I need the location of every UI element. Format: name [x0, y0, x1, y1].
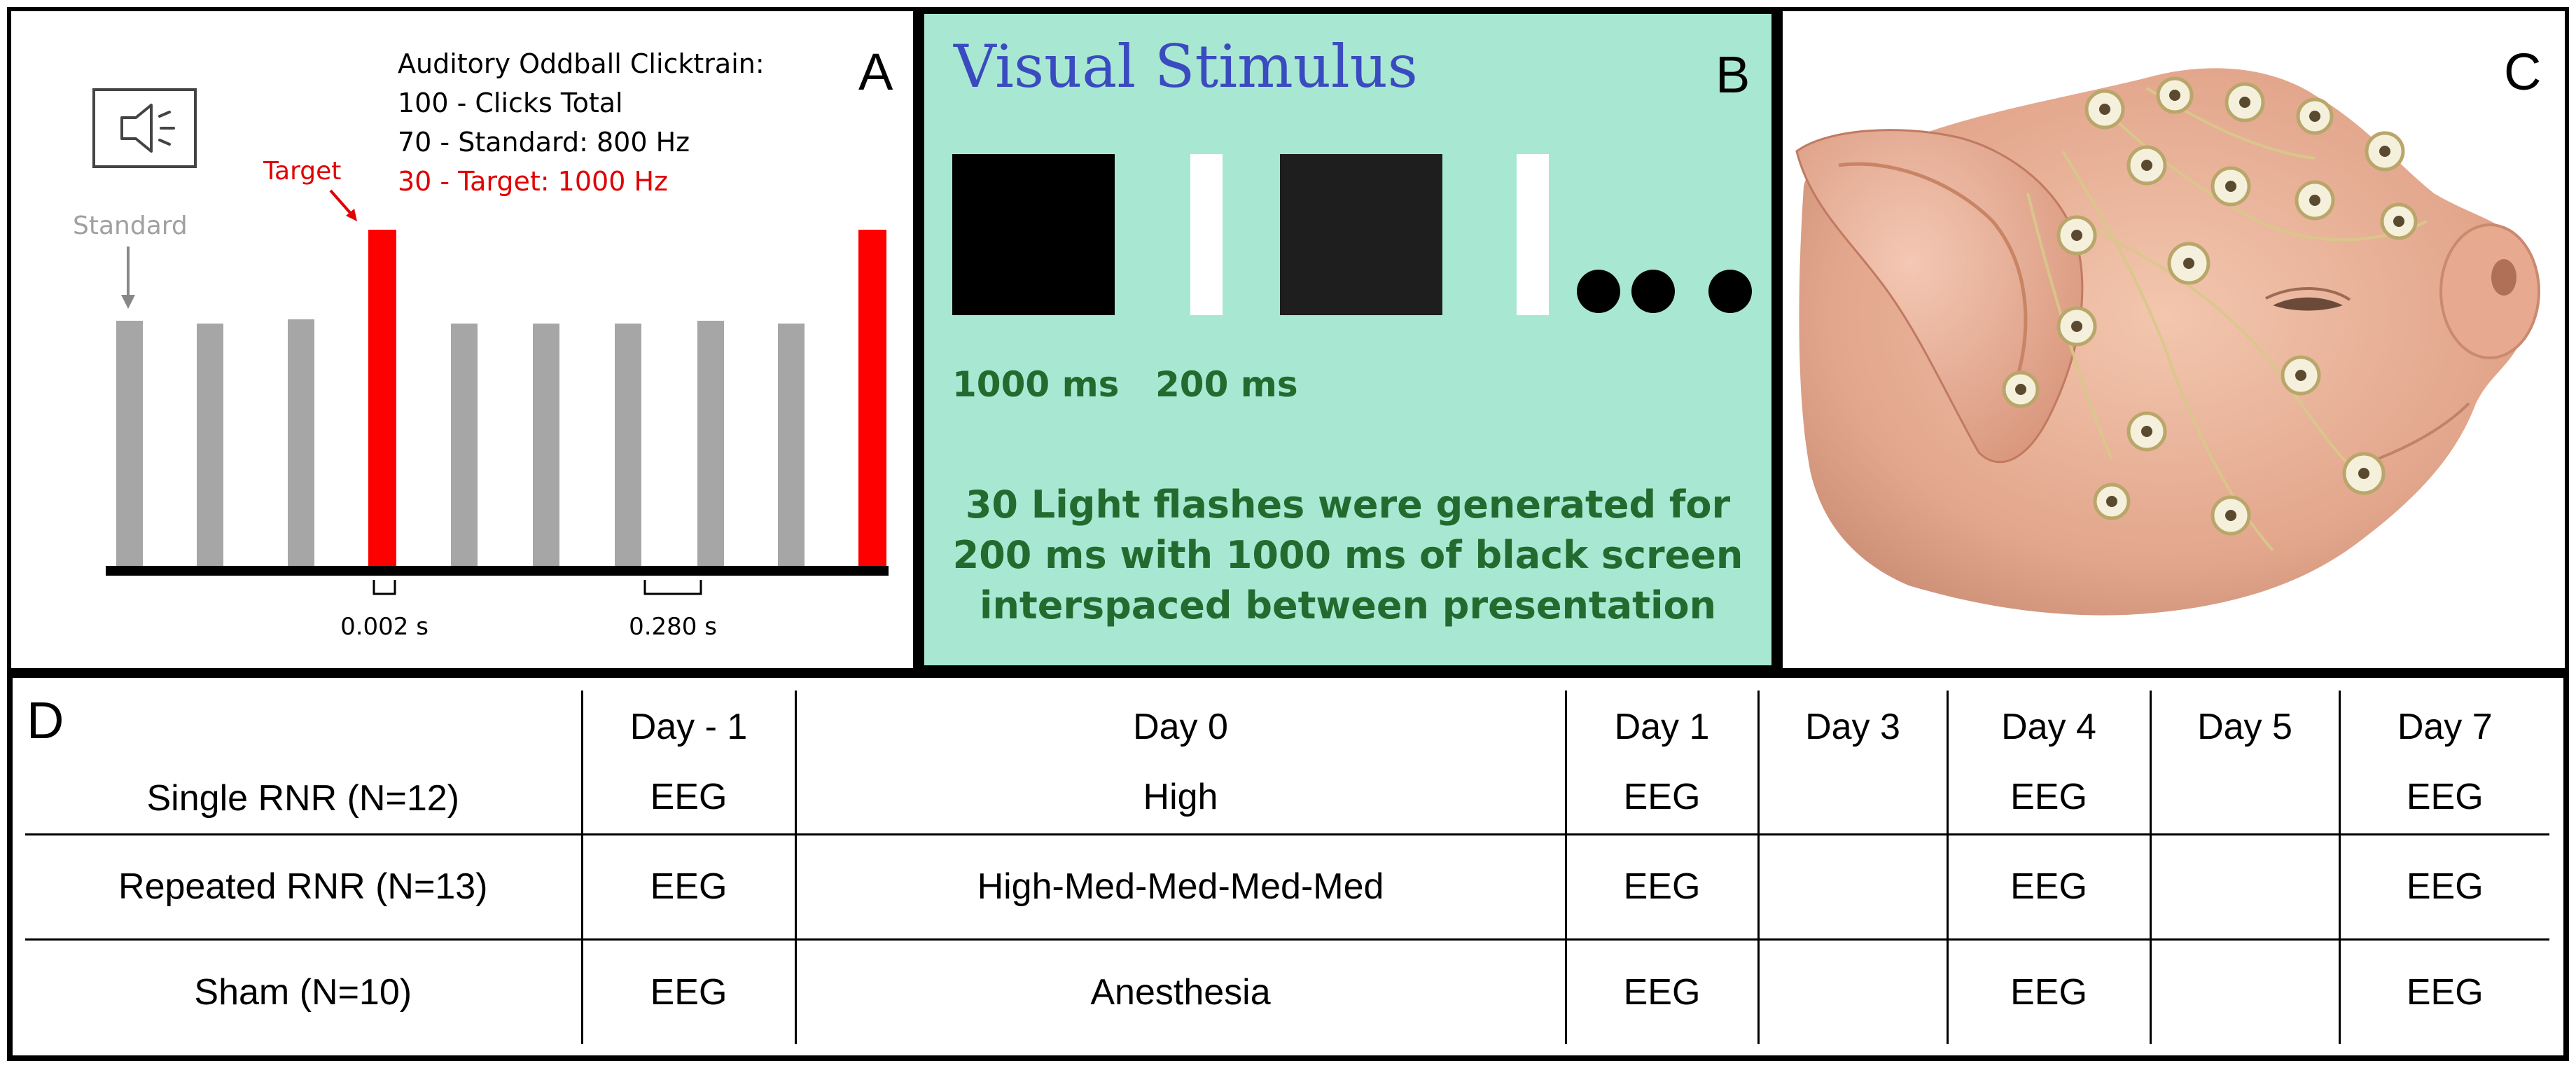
day-cell: Day - 1 EEG	[580, 691, 797, 835]
cell-value	[1757, 938, 1949, 1044]
eeg-schedule-table: Single RNR (N=12) Day - 1 EEG Day 0 High D…	[25, 691, 2549, 1044]
column-header: Day 4	[2001, 706, 2096, 747]
cell-value: EEG	[580, 938, 797, 1044]
target-label: Target	[263, 157, 341, 186]
standard-click-bar	[533, 324, 559, 566]
cell-value: EEG	[2010, 776, 2087, 817]
day-cell: Day 3	[1757, 691, 1949, 835]
column-header: Day 0	[1133, 706, 1228, 747]
clicktrain-info-line: 100 - Clicks Total	[398, 88, 623, 118]
ellipsis-dot	[1577, 270, 1620, 313]
cell-value: EEG	[1946, 938, 2152, 1044]
column-header: Day 5	[2197, 706, 2292, 747]
standard-click-bar	[451, 324, 478, 566]
description-line: 200 ms with 1000 ms of black screen	[952, 533, 1743, 577]
cell-value: EEG	[580, 833, 797, 941]
cell-value	[1757, 833, 1949, 941]
cell-value: Anesthesia	[794, 938, 1567, 1044]
standard-click-bar	[288, 319, 314, 566]
cell-value: EEG	[1564, 938, 1760, 1044]
target-click-bar	[368, 230, 396, 566]
description-line: interspaced between presentation	[979, 583, 1717, 627]
light-flash-bar	[1190, 154, 1223, 315]
cell-value: High-Med-Med-Med-Med	[794, 833, 1567, 941]
cell-value	[2152, 762, 2339, 832]
cell-value: EEG	[650, 776, 727, 817]
column-header: Day 7	[2397, 706, 2493, 747]
cell-value	[2149, 938, 2341, 1044]
day-cell: Day 1 EEG	[1564, 691, 1760, 835]
column-header: Day 1	[1614, 706, 1710, 747]
visual-stimulus-description: 30 Light flashes were generated for 200 …	[924, 480, 1771, 631]
cell-value: EEG	[1946, 833, 2152, 941]
target-arrow	[329, 189, 353, 216]
standard-click-bar	[116, 321, 143, 566]
day-cell: Day 5	[2149, 691, 2341, 835]
standard-arrowhead	[121, 295, 135, 309]
group-name: Repeated RNR (N=13)	[25, 833, 583, 941]
cell-value: EEG	[2338, 938, 2549, 1044]
panel-letter-d: D	[27, 691, 64, 749]
black-screen-block	[1280, 154, 1442, 315]
cell-value	[2149, 833, 2341, 941]
description-line: 30 Light flashes were generated for	[965, 483, 1731, 527]
panel-letter-a: A	[858, 43, 893, 101]
column-header: Day - 1	[629, 706, 748, 747]
cell-value: EEG	[2406, 776, 2484, 817]
click-duration-label: 0.002 s	[340, 613, 429, 641]
target-click-bar	[858, 230, 886, 566]
panel-d-schedule-table: Single RNR (N=12) Day - 1 EEG Day 0 High D…	[7, 672, 2569, 1061]
table-row: Single RNR (N=12) Day - 1 EEG Day 0 High D…	[25, 691, 2549, 835]
day-cell: Day 4 EEG	[1946, 691, 2152, 835]
panel-a-auditory-oddball: Auditory Oddball Clicktrain: 100 - Clicks…	[7, 7, 917, 672]
click-bars	[116, 230, 886, 566]
black-screen-block	[952, 154, 1115, 315]
standard-click-bar	[778, 324, 805, 566]
visual-stimulus-title: Visual Stimulus	[954, 32, 1418, 101]
panel-c-pig-eeg-photo: C	[1778, 7, 2569, 672]
cell-value: EEG	[2338, 833, 2549, 941]
target-arrowhead	[346, 209, 357, 221]
auditory-clicktrain-diagram: Auditory Oddball Clicktrain: 100 - Clicks…	[73, 48, 889, 641]
interval-bracket	[643, 580, 702, 595]
group-name: Sham (N=10)	[25, 938, 583, 1044]
column-header: Day 3	[1805, 706, 1900, 747]
interval-label: 0.280 s	[629, 613, 717, 641]
black-duration-label: 1000 ms	[952, 364, 1120, 405]
standard-click-bar	[197, 324, 223, 566]
time-baseline	[106, 566, 889, 576]
standard-click-bar	[615, 324, 641, 566]
cell-value	[1760, 762, 1947, 832]
cell-value: High	[1143, 776, 1218, 817]
ellipsis-dot	[1708, 270, 1752, 313]
clicktrain-info-line: Auditory Oddball Clicktrain:	[398, 48, 765, 79]
table-row: Repeated RNR (N=13) EEG High-Med-Med-Med…	[25, 833, 2549, 941]
speaker-icon	[92, 88, 197, 168]
light-flash-bar	[1517, 154, 1549, 315]
day-cell: Day 0 High	[794, 691, 1567, 835]
clicktrain-info-line: 70 - Standard: 800 Hz	[398, 127, 690, 158]
day-cell: Day 7 EEG	[2338, 691, 2549, 835]
standard-click-bar	[697, 321, 724, 566]
panel-b-visual-stimulus: Visual Stimulus B 1000 ms 200 ms 30 Ligh…	[917, 7, 1778, 672]
click-duration-bracket	[373, 580, 396, 595]
group-name: Single RNR (N=12)	[146, 777, 460, 819]
panel-letter-b: B	[1715, 46, 1750, 104]
panel-letter-c: C	[2504, 43, 2542, 101]
clicktrain-info-line: 30 - Target: 1000 Hz	[398, 166, 668, 197]
ellipsis-dot	[1631, 270, 1675, 313]
table-row: Sham (N=10) EEG Anesthesia EEG EEG EEG	[25, 938, 2549, 1044]
clicktrain-info: Auditory Oddball Clicktrain: 100 - Clicks…	[398, 48, 765, 197]
flash-duration-label: 200 ms	[1155, 364, 1298, 405]
cell-value: EEG	[1564, 833, 1760, 941]
pig-head-eeg-cap-illustration	[1795, 68, 2540, 616]
standard-label: Standard	[73, 211, 188, 240]
cell-value: EEG	[1623, 776, 1701, 817]
group-cell: Single RNR (N=12)	[25, 691, 583, 835]
